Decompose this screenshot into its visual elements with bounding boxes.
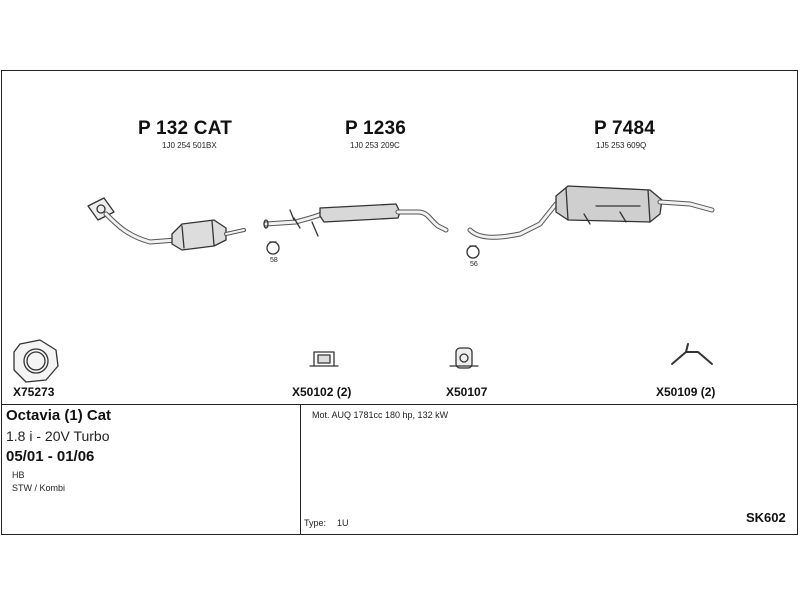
part-number-cat: P 132 CAT <box>138 118 233 139</box>
vehicle-engine: 1.8 i - 20V Turbo <box>6 428 110 444</box>
rubber-hanger-icon <box>449 347 479 369</box>
kit-code: SK602 <box>746 510 786 525</box>
y-hanger-icon <box>671 343 713 365</box>
accessory-code-gasket: X75273 <box>13 385 55 399</box>
accessory-code-hanger: X50107 <box>446 385 488 399</box>
part-number-middle: P 1236 <box>345 118 407 139</box>
accessory-code-mount: X50102 (2) <box>292 385 352 399</box>
type-label: Type: <box>304 518 327 528</box>
gasket-ring-icon <box>13 339 59 383</box>
middle-silencer-icon <box>263 203 449 237</box>
rear-silencer-icon <box>467 185 715 240</box>
catalytic-converter-icon <box>87 197 246 251</box>
part-number-rear: P 7484 <box>594 118 656 139</box>
vehicle-model: Octavia (1) Cat <box>6 407 112 424</box>
type-value: 1U <box>337 518 349 528</box>
clamp-size-label: 58 <box>270 257 278 264</box>
clamp-icon <box>466 245 480 259</box>
clamp-icon <box>266 241 280 255</box>
divider-vertical <box>300 404 301 534</box>
oem-number-rear: 1J5 253 609Q <box>596 141 647 150</box>
vehicle-body-stw: STW / Kombi <box>12 483 66 493</box>
clamp-size-label: 56 <box>470 261 478 268</box>
accessory-code-y-hanger: X50109 (2) <box>656 385 716 399</box>
vehicle-years: 05/01 - 01/06 <box>6 448 95 465</box>
motor-spec: Mot. AUQ 1781cc 180 hp, 132 kW <box>312 410 449 420</box>
vehicle-body-hb: HB <box>12 470 25 480</box>
oem-number-middle: 1J0 253 209C <box>350 141 400 150</box>
oem-number-cat: 1J0 254 501BX <box>162 141 217 150</box>
diagram-frame <box>1 70 798 535</box>
rubber-mount-icon <box>309 351 339 367</box>
divider-horizontal <box>2 404 797 405</box>
